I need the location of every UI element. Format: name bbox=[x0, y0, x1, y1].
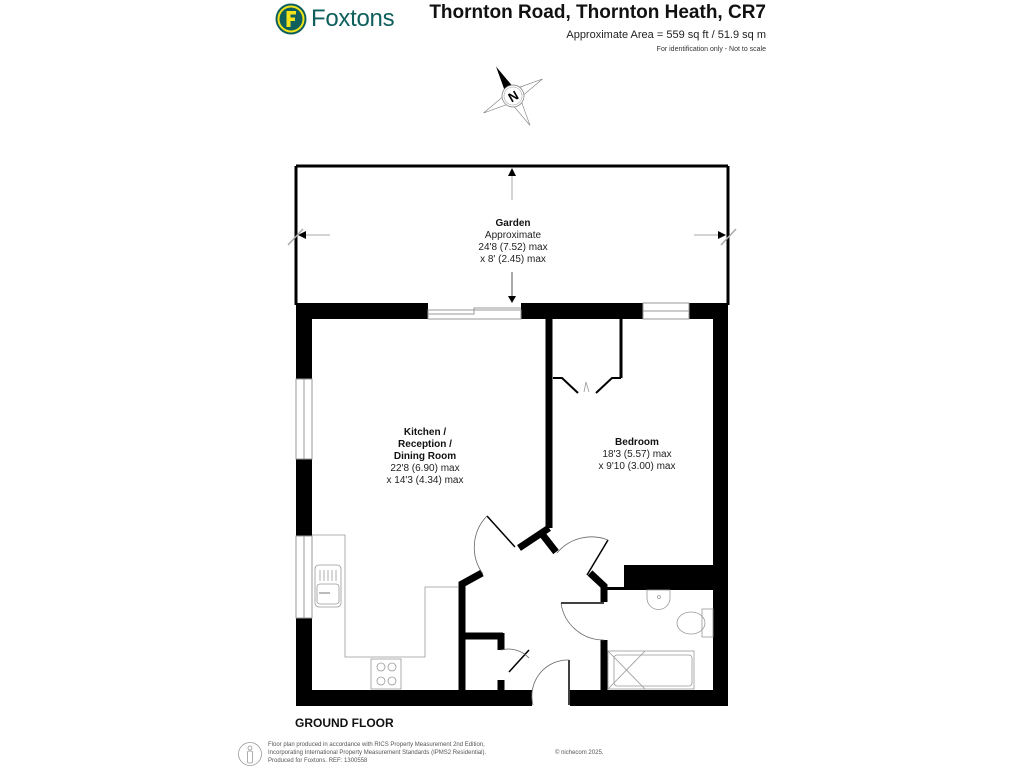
bedroom-bathroom-wall bbox=[624, 565, 714, 587]
kitchen-units bbox=[312, 534, 458, 690]
kitchen-reception-label: Kitchen / Reception / Dining Room 22'8 (… bbox=[386, 427, 464, 486]
garden-area bbox=[287, 164, 737, 305]
brand-name: Foxtons bbox=[311, 5, 395, 32]
garden-label: Garden Approximate 24'8 (7.52) max x 8' … bbox=[478, 218, 548, 265]
foxtons-badge-icon bbox=[275, 3, 307, 35]
approximate-area: Approximate Area = 559 sq ft / 51.9 sq m bbox=[566, 29, 766, 41]
hob-icon bbox=[370, 658, 402, 690]
copyright: © nichecom 2025. bbox=[555, 750, 604, 756]
windows bbox=[295, 302, 690, 619]
bathroom-fixtures bbox=[607, 589, 714, 690]
person-scale-icon bbox=[238, 742, 262, 766]
basin-icon bbox=[646, 589, 671, 610]
floor-label: GROUND FLOOR bbox=[295, 716, 394, 730]
compass-icon: N bbox=[483, 66, 543, 126]
internal-walls bbox=[458, 319, 623, 690]
doors bbox=[473, 515, 609, 706]
property-title: Thornton Road, Thornton Heath, CR7 bbox=[429, 2, 766, 23]
bedroom-label: Bedroom 18'3 (5.57) max x 9'10 (3.00) ma… bbox=[598, 437, 676, 472]
foxtons-logo: Foxtons bbox=[275, 3, 395, 35]
external-walls bbox=[296, 303, 728, 706]
toilet-icon bbox=[676, 608, 714, 638]
sink-icon bbox=[314, 564, 342, 608]
footer-disclaimer: Floor plan produced in accordance with R… bbox=[268, 742, 604, 764]
bath-icon bbox=[607, 650, 695, 690]
scale-note: For identification only - Not to scale bbox=[656, 46, 766, 53]
